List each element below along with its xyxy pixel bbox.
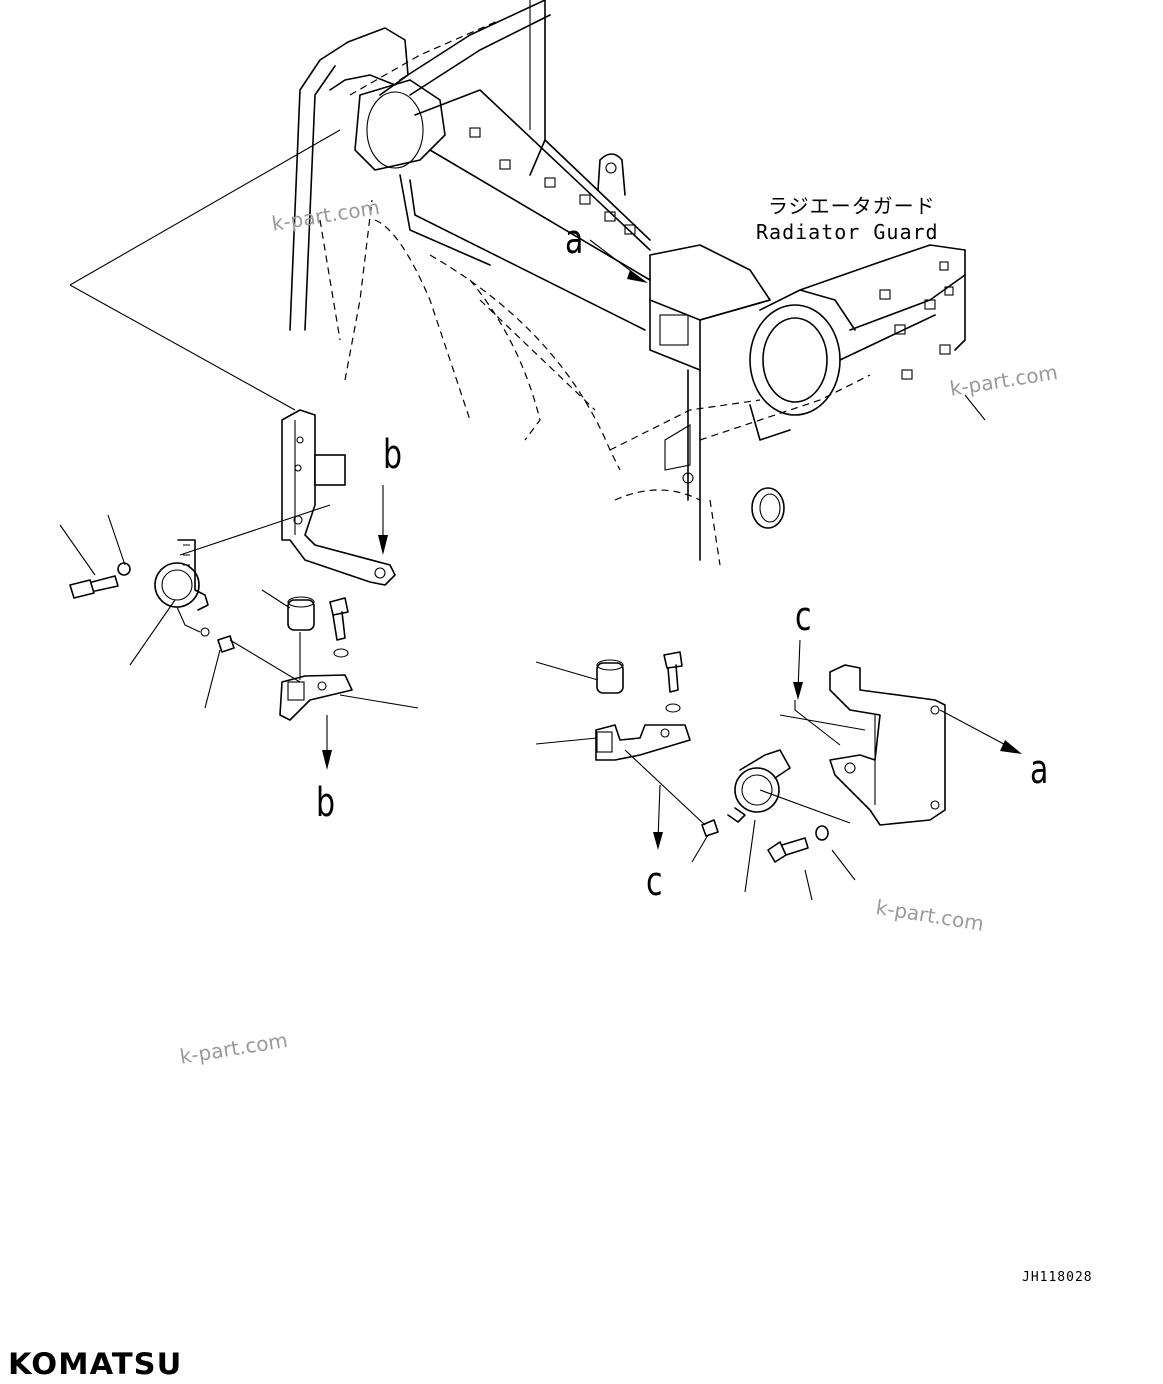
arrow-a-upper-head	[627, 270, 648, 283]
right-bracket-assembly	[535, 639, 1022, 901]
callout-c-upper: c	[795, 594, 812, 640]
radiator-guard-label-jp: ラジエータガード	[768, 194, 936, 218]
callout-c-lower: c	[646, 859, 663, 905]
callout-a-upper: a	[565, 217, 584, 263]
radiator-guard-label-en: Radiator Guard	[756, 220, 939, 244]
main-frame	[69, 0, 966, 566]
pointer-line	[964, 394, 986, 421]
left-bracket-assembly	[59, 409, 419, 770]
callout-b-lower: b	[316, 780, 336, 826]
komatsu-logo: KOMATSU	[8, 1347, 183, 1381]
drawing-code: JH118028	[1022, 1270, 1093, 1285]
callout-b-upper: b	[383, 432, 403, 478]
callout-a-right: a	[1030, 747, 1049, 793]
